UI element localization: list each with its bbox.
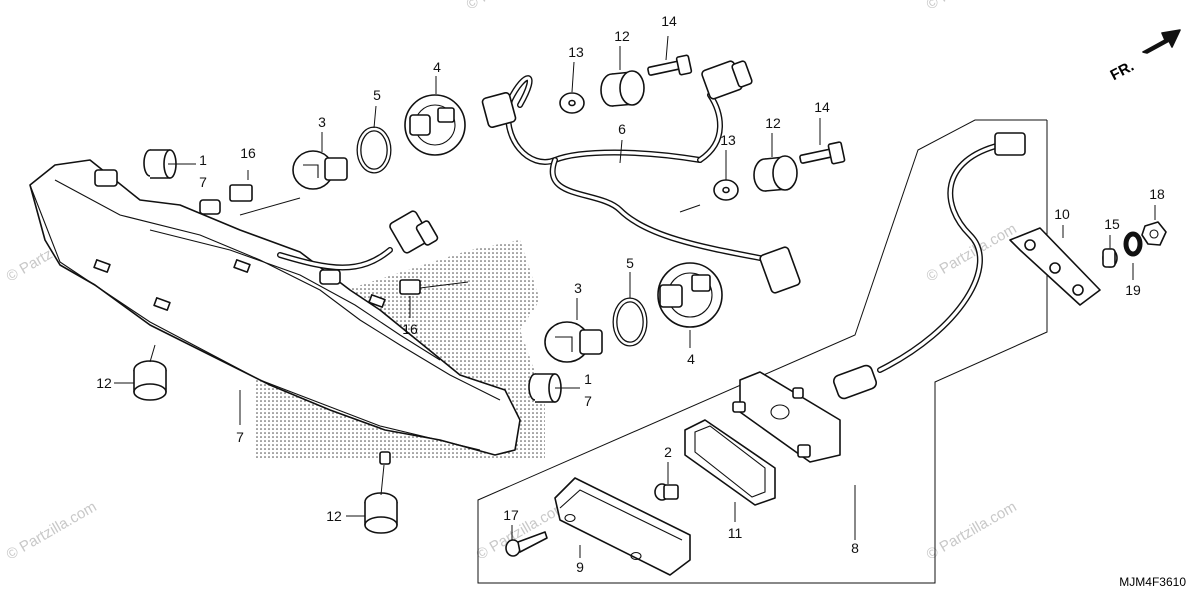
- callout-5: 5: [373, 87, 381, 103]
- callout-5: 5: [626, 255, 634, 271]
- bolt-top: [647, 54, 693, 76]
- housing-inner-ridge: [149, 229, 441, 361]
- watermark: © Partzilla.com: [4, 498, 100, 563]
- connector: [994, 132, 1026, 156]
- bulb-bottom: [544, 321, 603, 363]
- bolt-mid: [799, 141, 846, 165]
- leader-lines: [114, 35, 1156, 558]
- housing-tab: [368, 294, 386, 308]
- callout-14: 14: [661, 13, 677, 29]
- washer-mid: [713, 179, 739, 201]
- callout-13: 13: [720, 132, 736, 148]
- license-light-harness: [832, 132, 1026, 400]
- grommet-mid: [753, 155, 798, 192]
- bulb-2: [654, 483, 679, 501]
- connector: [481, 91, 517, 129]
- callout-2: 2: [664, 444, 672, 460]
- callout-19: 19: [1125, 282, 1141, 298]
- connector-plug: [832, 364, 878, 400]
- washer-19: [1123, 231, 1143, 257]
- grommet-bottom: [364, 492, 398, 534]
- callout-1: 1: [199, 152, 207, 168]
- connector-latch: [415, 220, 439, 246]
- connector: [759, 246, 801, 294]
- front-arrow-icon: [1142, 29, 1181, 54]
- gasket-11: [684, 419, 776, 506]
- bulb-socket-top: [404, 94, 466, 156]
- assembly-bracket-8: [477, 119, 1048, 584]
- housing-clip: [319, 269, 341, 285]
- callout-6: 6: [618, 121, 626, 137]
- callout-12: 12: [326, 508, 342, 524]
- front-direction-indicator: FR.: [1108, 29, 1181, 84]
- housing-harness: [277, 210, 439, 271]
- watermark: © Partzilla.com: [924, 220, 1020, 285]
- callout-9: 9: [576, 559, 584, 575]
- housing-lens-edge: [29, 184, 481, 451]
- callout-12: 12: [96, 375, 112, 391]
- o-ring-bottom: [612, 297, 648, 347]
- front-label: FR.: [1108, 58, 1137, 84]
- o-ring-top: [356, 126, 392, 174]
- callout-14: 14: [814, 99, 830, 115]
- callout-7: 7: [584, 393, 592, 409]
- callout-8: 8: [851, 540, 859, 556]
- grommet-left: [133, 360, 167, 401]
- diagram-code: MJM4F3610: [1119, 575, 1186, 589]
- screw-17: [505, 531, 548, 557]
- clip-16-top: [229, 184, 253, 202]
- mounting-plate-10: [1009, 227, 1101, 306]
- collar-15: [1102, 248, 1118, 268]
- callout-3: 3: [574, 280, 582, 296]
- callout-4: 4: [433, 59, 441, 75]
- watermark: © Partzilla.com: [474, 498, 570, 563]
- housing-clip: [94, 169, 118, 187]
- grommet-top: [600, 70, 645, 107]
- callout-7: 7: [199, 174, 207, 190]
- callout-18: 18: [1149, 186, 1165, 202]
- housing-body: [29, 159, 521, 456]
- license-bracket: [732, 371, 841, 463]
- callout-12: 12: [765, 115, 781, 131]
- callout-16: 16: [240, 145, 256, 161]
- callout-16: 16: [402, 321, 418, 337]
- nut-18: [1141, 221, 1167, 246]
- housing-tab: [153, 297, 171, 311]
- housing-top-edge: [54, 179, 501, 401]
- wire-harness-6: [481, 60, 801, 294]
- housing-clip: [199, 199, 221, 215]
- housing-tab: [233, 259, 251, 273]
- callout-12: 12: [614, 28, 630, 44]
- clip-16-bottom: [399, 279, 421, 295]
- callout-17: 17: [503, 507, 519, 523]
- callout-1: 1: [584, 371, 592, 387]
- washer-top: [559, 92, 585, 114]
- callout-11: 11: [728, 525, 743, 541]
- callout-3: 3: [318, 114, 326, 130]
- watermark: © Partzilla.com: [924, 0, 1020, 13]
- callout-13: 13: [568, 44, 584, 60]
- watermark: © Partzilla.com: [924, 498, 1020, 563]
- callout-15: 15: [1104, 216, 1120, 232]
- bulb-socket-bottom: [657, 262, 723, 328]
- housing-boss: [379, 451, 391, 465]
- tail-light-housing: [29, 159, 545, 465]
- callouts: 1 7 16 3 5 4 13 12 14 6 13 12 14 16 3 5 …: [96, 13, 1165, 575]
- callout-4: 4: [687, 351, 695, 367]
- connector-latch: [731, 60, 753, 88]
- callout-10: 10: [1054, 206, 1070, 222]
- lens-9: [554, 477, 691, 576]
- callout-7: 7: [236, 429, 244, 445]
- housing-tab: [93, 259, 111, 273]
- bulb-top: [292, 150, 348, 190]
- watermark: © Partzilla.com: [464, 0, 560, 13]
